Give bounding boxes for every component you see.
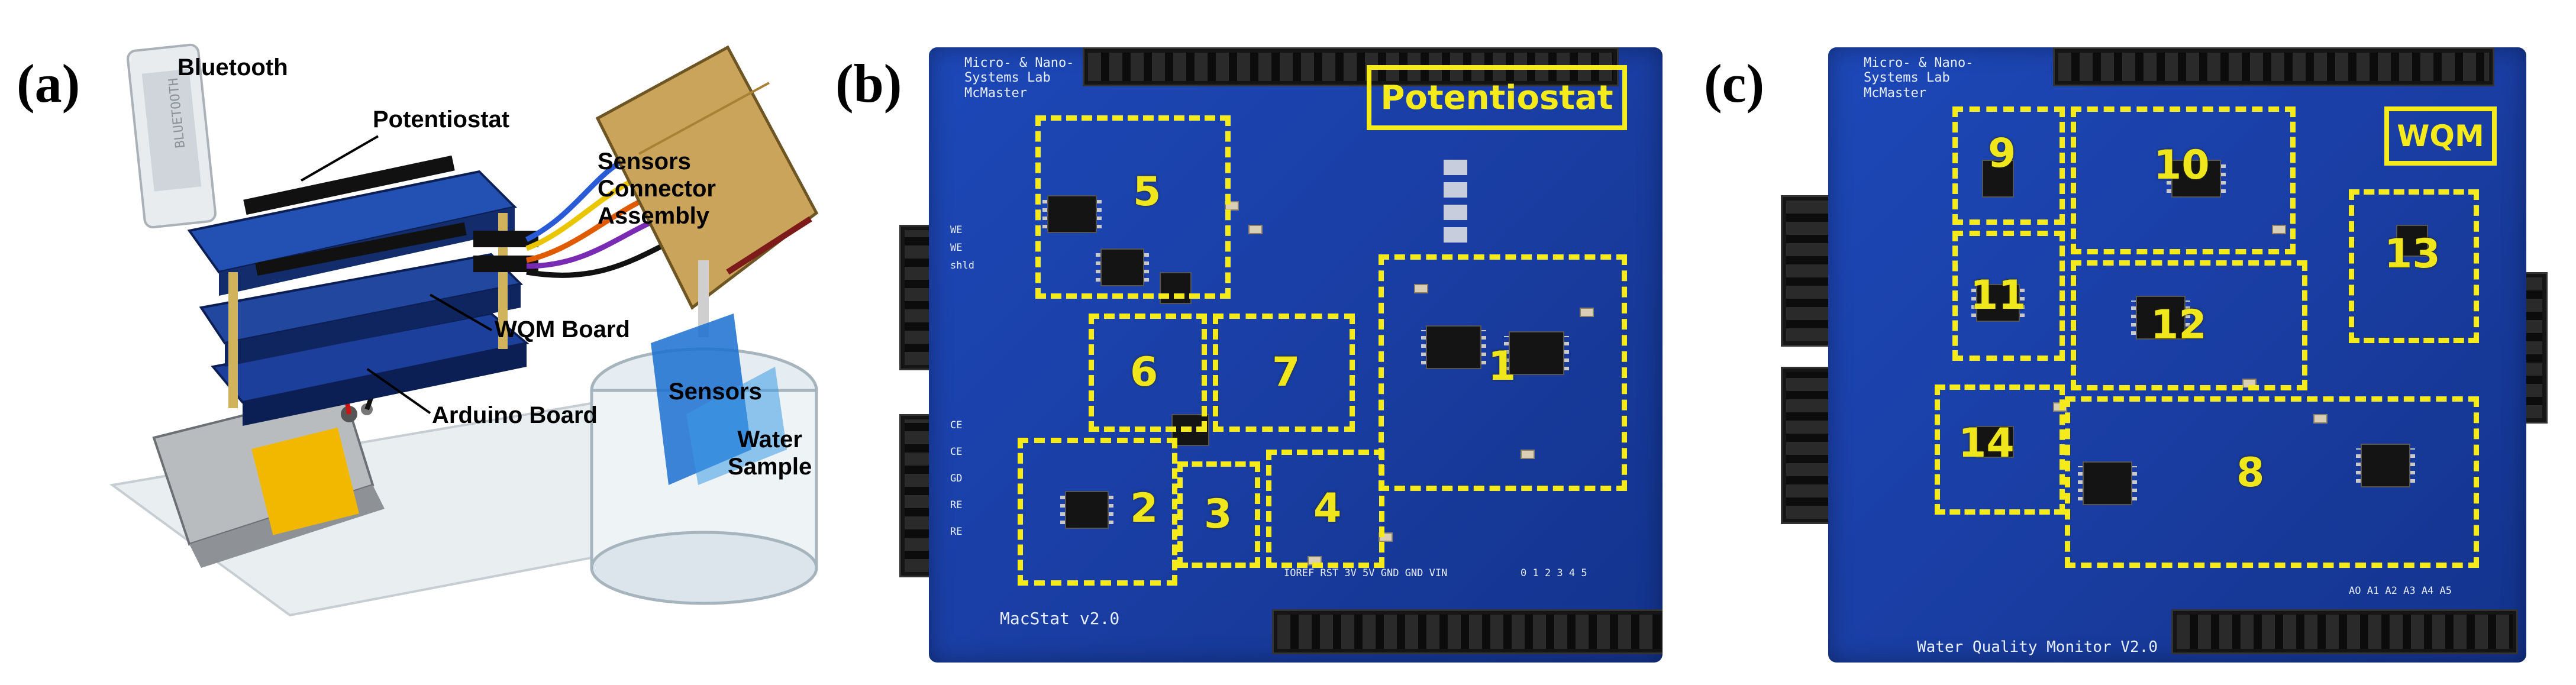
region-8 <box>2065 396 2479 568</box>
c-chip-u4 <box>1971 284 2025 322</box>
wqm-title-box: WQM <box>2384 106 2497 166</box>
c-silk-analog-pins: AO A1 A2 A3 A4 A5 <box>2349 585 2452 597</box>
callout-water-sample-line1: Water <box>737 426 802 453</box>
callout-sensors-connector-line3: Assembly <box>598 203 709 229</box>
region-10-number: 10 <box>2154 142 2210 189</box>
silk-left-label-0: WE <box>950 224 963 236</box>
silk-analog-pins: 0 1 2 3 4 5 <box>1521 567 1587 579</box>
c-chip-u3 <box>2131 296 2190 340</box>
battery-9v <box>152 389 385 568</box>
silk-left-label-5: GD <box>950 473 963 484</box>
c-silk-board-name: Water Quality Monitor V2.0 <box>1917 638 2158 656</box>
silk-lab-name: Micro- & Nano- Systems Lab McMaster <box>964 56 1074 101</box>
callout-potentiostat: Potentiostat <box>373 106 510 133</box>
region-9-number: 9 <box>1988 130 2016 177</box>
silk-power-pins: IOREF RST 3V 5V GND GND VIN <box>1284 567 1448 579</box>
silk-left-label-2: shld <box>950 260 974 272</box>
bottom-header <box>1272 609 1663 654</box>
panel-b-photo: Micro- & Nano- Systems Lab McMaster MacS… <box>899 47 1663 663</box>
region-12-number: 12 <box>2151 302 2207 348</box>
chip-u2 <box>1060 491 1113 529</box>
macstat-pcb: Micro- & Nano- Systems Lab McMaster MacS… <box>929 47 1663 663</box>
callout-wqm-board: WQM Board <box>495 316 630 342</box>
region-7-number: 7 <box>1272 349 1300 396</box>
c-smd-4 <box>2272 225 2286 234</box>
chip-u4 <box>1042 195 1102 233</box>
silk-left-label-7: RE <box>950 526 963 538</box>
c-chip-u13 <box>2396 225 2428 257</box>
region-11-number: 11 <box>1970 272 2026 319</box>
callout-bluetooth: Bluetooth <box>177 54 288 80</box>
smd-4 <box>1580 308 1594 317</box>
region-6-number: 6 <box>1130 349 1158 396</box>
panel-b-letter: (b) <box>835 53 902 114</box>
region-2 <box>1018 438 1177 586</box>
smd-2 <box>1248 225 1263 234</box>
region-7 <box>1213 314 1355 432</box>
region-3-number: 3 <box>1204 491 1232 538</box>
region-12 <box>2071 260 2307 390</box>
callout-sensors-connector: Sensors Connector Assembly <box>598 148 716 230</box>
c-chip-u7 <box>2356 444 2415 487</box>
panel-a-photo: BLUETOOTH <box>89 35 834 639</box>
region-14 <box>1935 384 2065 515</box>
chip-qfn <box>1160 272 1192 304</box>
region-3 <box>1177 461 1260 568</box>
panel-c-photo: Micro- & Nano- Systems Lab McMaster Wate… <box>1781 47 2562 663</box>
callout-sensors-connector-line1: Sensors <box>598 148 691 175</box>
panel-a-letter: (a) <box>17 53 80 114</box>
region-9 <box>1952 106 2065 225</box>
region-1 <box>1379 254 1627 491</box>
region-1-number: 1 <box>1488 343 1516 390</box>
region-13 <box>2349 189 2479 343</box>
sensors-connector-assembly <box>595 45 819 337</box>
silk-left-label-1: WE <box>950 242 963 254</box>
region-5 <box>1035 115 1231 299</box>
silk-left-label-3: CE <box>950 419 963 431</box>
chip-u1b <box>1504 331 1569 375</box>
silk-board-name: MacStat v2.0 <box>1000 609 1120 628</box>
callout-sensors: Sensors <box>669 379 762 405</box>
water-sample-jar <box>590 314 818 605</box>
c-chip-u6 <box>2167 160 2226 198</box>
c-silk-lab-name: Micro- & Nano- Systems Lab McMaster <box>1864 56 1974 101</box>
region-6 <box>1089 314 1207 432</box>
chip-u1a <box>1421 325 1486 369</box>
region-8-number: 8 <box>2236 450 2265 496</box>
c-chip-u14 <box>1976 426 2014 458</box>
callout-water-sample: Water Sample <box>728 426 812 480</box>
region-11 <box>1952 231 2065 361</box>
led-column <box>1444 160 1467 243</box>
chip-u5 <box>1096 248 1149 286</box>
c-top-header <box>2053 47 2494 86</box>
bluetooth-module: BLUETOOTH <box>127 43 217 229</box>
board-stack <box>187 155 538 426</box>
hardware-assembly-photo: BLUETOOTH <box>109 43 819 617</box>
smd-7 <box>1521 450 1535 459</box>
callout-water-sample-line2: Sample <box>728 454 812 480</box>
c-chip-u1 <box>2078 461 2137 505</box>
silk-left-label-6: RE <box>950 499 963 511</box>
silk-left-label-4: CE <box>950 446 963 458</box>
c-bottom-header <box>2171 609 2518 654</box>
panel-c-letter: (c) <box>1704 53 1765 114</box>
wqm-pcb: Micro- & Nano- Systems Lab McMaster Wate… <box>1828 47 2526 663</box>
smd-3 <box>1414 284 1428 293</box>
region-14-number: 14 <box>1958 420 2015 467</box>
region-4-number: 4 <box>1313 485 1342 532</box>
callout-sensors-connector-line2: Connector <box>598 176 716 202</box>
region-10 <box>2071 106 2296 254</box>
potentiostat-title-box: Potentiostat <box>1367 65 1627 130</box>
c-chip-u9 <box>1982 160 2014 198</box>
region-13-number: 13 <box>2384 231 2441 277</box>
c-smd-2 <box>2313 414 2328 424</box>
region-5-number: 5 <box>1133 169 1161 215</box>
callout-arduino-board: Arduino Board <box>432 402 598 428</box>
region-2-number: 2 <box>1130 485 1158 532</box>
region-4 <box>1266 450 1384 568</box>
